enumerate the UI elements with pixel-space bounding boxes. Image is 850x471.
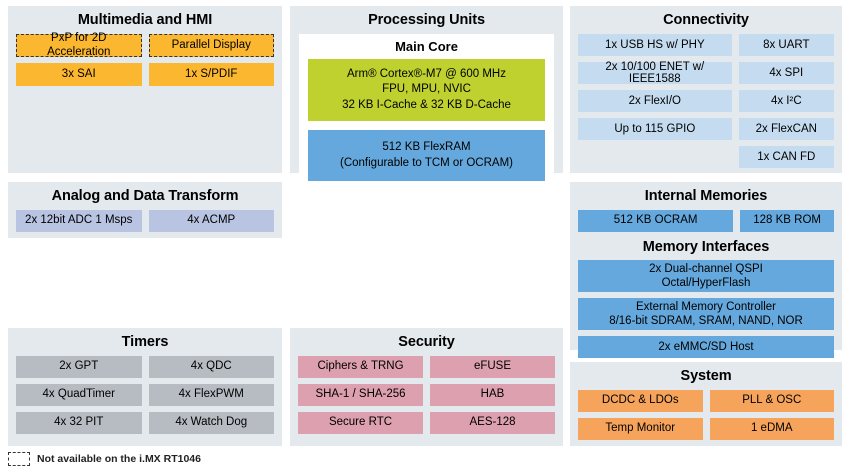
block-emmc-sd-host[interactable]: 2x eMMC/SD Host	[578, 336, 834, 358]
memory-interfaces-grid: 2x Dual-channel QSPI Octal/HyperFlash Ex…	[570, 260, 842, 364]
panel-multimedia-hmi: Multimedia and HMI PxP for 2D Accelerati…	[8, 6, 282, 173]
block-watchdog[interactable]: 4x Watch Dog	[148, 411, 274, 434]
analog-block-grid: 2x 12bit ADC 1 Msps 4x ACMP	[8, 209, 282, 240]
panel-title-connectivity: Connectivity	[663, 12, 749, 28]
block-qspi[interactable]: 2x Dual-channel QSPI Octal/HyperFlash	[578, 260, 834, 292]
block-gpt[interactable]: 2x GPT	[16, 355, 142, 378]
block-spdif[interactable]: 1x S/PDIF	[148, 62, 274, 86]
block-sai[interactable]: 3x SAI	[16, 62, 142, 86]
panel-title-multimedia: Multimedia and HMI	[77, 12, 213, 28]
block-flexram[interactable]: 512 KB FlexRAM (Configurable to TCM or O…	[308, 130, 545, 182]
block-ocram[interactable]: 512 KB OCRAM	[578, 209, 734, 232]
qspi-line-1: 2x Dual-channel QSPI	[649, 262, 763, 275]
block-aes-128[interactable]: AES-128	[430, 411, 555, 434]
block-flexpwm[interactable]: 4x FlexPWM	[148, 383, 274, 406]
block-qdc[interactable]: 4x QDC	[148, 355, 274, 378]
subtitle-main-core: Main Core	[395, 38, 458, 54]
block-adc[interactable]: 2x 12bit ADC 1 Msps	[16, 209, 142, 232]
connectivity-columns: 1x USB HS w/ PHY 2x 10/100 ENET w/ IEEE1…	[570, 33, 842, 176]
block-arm-cortex-m7[interactable]: Arm® Cortex®-M7 @ 600 MHz FPU, MPU, NVIC…	[308, 58, 545, 122]
block-pit[interactable]: 4x 32 PIT	[16, 411, 142, 434]
panel-processing-units: Processing Units Main Core Arm® Cortex®-…	[290, 6, 563, 192]
panel-connectivity: Connectivity 1x USB HS w/ PHY 2x 10/100 …	[570, 6, 842, 173]
timers-block-grid: 2x GPT 4x QDC 4x QuadTimer 4x FlexPWM 4x…	[8, 355, 282, 442]
block-secure-rtc[interactable]: Secure RTC	[298, 411, 423, 434]
multimedia-block-grid: PxP for 2D Acceleration Parallel Display…	[8, 32, 282, 94]
panel-timers: Timers 2x GPT 4x QDC 4x QuadTimer 4x Fle…	[8, 328, 282, 446]
block-quadtimer[interactable]: 4x QuadTimer	[16, 383, 142, 406]
block-ciphers-trng[interactable]: Ciphers & TRNG	[298, 355, 423, 378]
panel-title-analog: Analog and Data Transform	[51, 188, 239, 204]
block-spi[interactable]: 4x SPI	[738, 61, 834, 84]
emc-line-1: External Memory Controller	[636, 300, 776, 313]
connectivity-right-column: 8x UART 4x SPI 4x I²C 2x FlexCAN 1x CAN …	[738, 33, 834, 168]
block-gpio[interactable]: Up to 115 GPIO	[578, 117, 732, 140]
panel-title-processing: Processing Units	[368, 12, 485, 28]
qspi-line-2: Octal/HyperFlash	[661, 277, 751, 289]
internal-memories-grid: 512 KB OCRAM 128 KB ROM	[570, 209, 842, 238]
panel-title-internal-memories: Internal Memories	[644, 188, 768, 204]
main-core-card: Main Core Arm® Cortex®-M7 @ 600 MHz FPU,…	[299, 33, 554, 192]
block-pll-osc[interactable]: PLL & OSC	[709, 389, 834, 412]
block-temp-monitor[interactable]: Temp Monitor	[578, 417, 703, 440]
flexram-line-2: (Configurable to TCM or OCRAM)	[340, 156, 513, 169]
flexram-line-1: 512 KB FlexRAM	[382, 141, 471, 154]
block-rom[interactable]: 128 KB ROM	[740, 209, 834, 232]
panel-security: Security Ciphers & TRNG eFUSE SHA-1 / SH…	[290, 328, 563, 446]
block-flexio[interactable]: 2x FlexI/O	[578, 89, 732, 112]
block-usb-hs-phy[interactable]: 1x USB HS w/ PHY	[578, 33, 732, 56]
core-line-1: Arm® Cortex®-M7 @ 600 MHz	[347, 67, 506, 80]
panel-analog-data-transform: Analog and Data Transform 2x 12bit ADC 1…	[8, 182, 282, 238]
core-line-3: 32 KB I-Cache & 32 KB D-Cache	[342, 98, 511, 111]
connectivity-left-column: 1x USB HS w/ PHY 2x 10/100 ENET w/ IEEE1…	[578, 33, 732, 168]
block-can-fd[interactable]: 1x CAN FD	[738, 145, 834, 168]
legend-dashed-swatch-icon	[8, 452, 30, 466]
block-uart[interactable]: 8x UART	[738, 33, 834, 56]
panel-title-timers: Timers	[121, 334, 169, 350]
legend-label: Not available on the i.MX RT1046	[37, 453, 201, 465]
block-acmp[interactable]: 4x ACMP	[148, 209, 274, 232]
block-hab[interactable]: HAB	[430, 383, 555, 406]
panel-title-security: Security	[398, 334, 455, 350]
emc-line-2: 8/16-bit SDRAM, SRAM, NAND, NOR	[609, 315, 803, 327]
block-flexcan[interactable]: 2x FlexCAN	[738, 117, 834, 140]
panel-title-system: System	[680, 368, 732, 384]
core-line-2: FPU, MPU, NVIC	[382, 83, 471, 96]
block-efuse[interactable]: eFUSE	[430, 355, 555, 378]
system-block-grid: DCDC & LDOs PLL & OSC Temp Monitor 1 eDM…	[570, 389, 842, 448]
block-enet-ieee1588[interactable]: 2x 10/100 ENET w/ IEEE1588	[578, 61, 732, 85]
panel-title-memory-interfaces: Memory Interfaces	[642, 238, 770, 255]
legend: Not available on the i.MX RT1046	[8, 452, 201, 466]
block-i2c[interactable]: 4x I²C	[738, 89, 834, 112]
block-pxp-2d-acceleration[interactable]: PxP for 2D Acceleration	[16, 32, 142, 58]
block-external-memory-controller[interactable]: External Memory Controller 8/16-bit SDRA…	[578, 298, 834, 330]
panel-system: System DCDC & LDOs PLL & OSC Temp Monito…	[570, 362, 842, 446]
block-parallel-display[interactable]: Parallel Display	[148, 33, 274, 57]
block-edma[interactable]: 1 eDMA	[709, 417, 834, 440]
block-sha[interactable]: SHA-1 / SHA-256	[298, 383, 423, 406]
block-dcdc-ldos[interactable]: DCDC & LDOs	[578, 389, 703, 412]
panel-internal-memories: Internal Memories 512 KB OCRAM 128 KB RO…	[570, 182, 842, 358]
security-block-grid: Ciphers & TRNG eFUSE SHA-1 / SHA-256 HAB…	[290, 355, 563, 442]
